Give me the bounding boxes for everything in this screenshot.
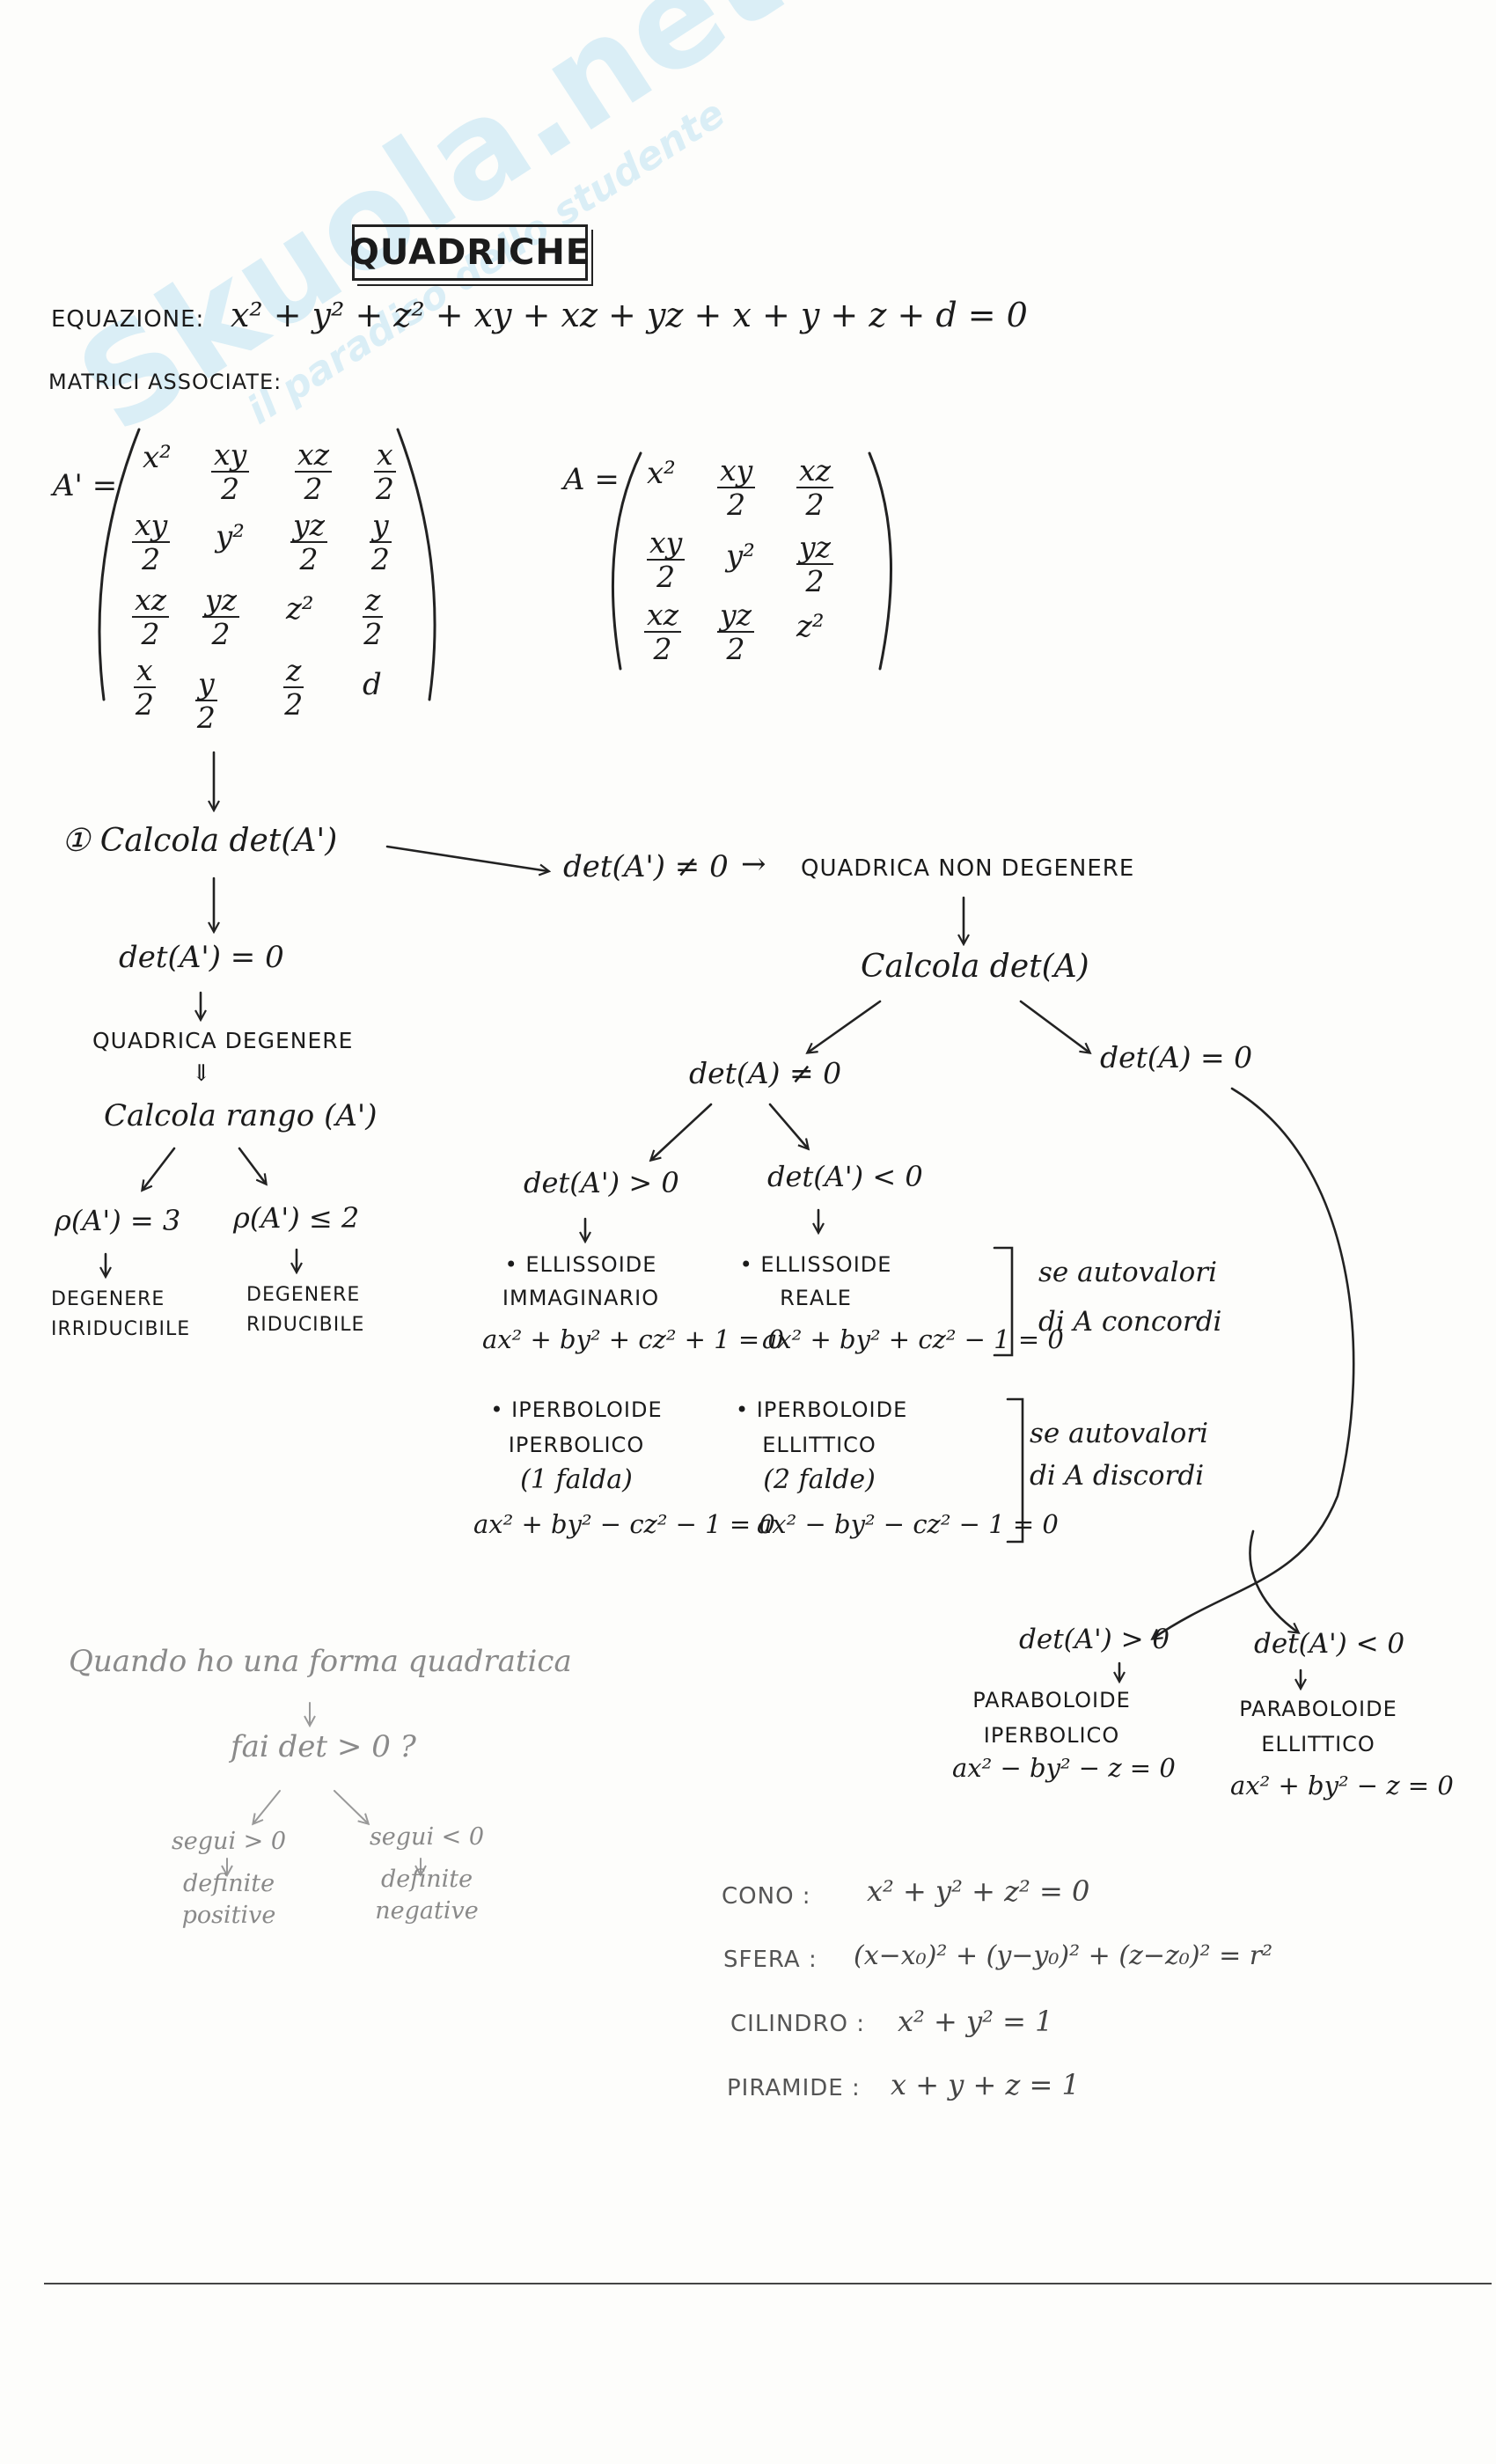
iperboloide-iperbolico-eq: ax² + by² − cz² − 1 = 0 — [473, 1509, 775, 1539]
a-entry: z² — [796, 609, 825, 644]
a-prime-entry: x² — [143, 440, 172, 475]
matrices-label: MATRICI ASSOCIATE: — [48, 370, 282, 394]
a-prime-right-paren — [396, 428, 436, 701]
solid-label: CONO : — [722, 1883, 811, 1910]
det-a-neq-zero: det(A) ≠ 0 — [689, 1056, 842, 1090]
solid-equation: x² + y² + z² = 0 — [867, 1874, 1090, 1908]
implies-down: ⇓ — [192, 1060, 211, 1087]
implies-arrow: → — [741, 847, 766, 882]
ellissoide-immaginario-eq: ax² + by² + cz² + 1 = 0 — [482, 1324, 784, 1354]
det-a-prime-negative-2: det(A') < 0 — [1254, 1628, 1405, 1660]
a-entry: y² — [726, 539, 755, 574]
pencil-note-line2: fai det > 0 ? — [231, 1729, 416, 1764]
quadrica-degenere: QUADRICA DEGENERE — [92, 1028, 354, 1053]
a-prime-left-paren — [98, 428, 141, 701]
rank-equals-3: ρ(A') = 3 — [55, 1204, 181, 1237]
a-prime-label: A' = — [53, 468, 118, 503]
paraboloide-iperbolico-eq: ax² − by² − z = 0 — [952, 1753, 1176, 1783]
equation-label: EQUAZIONE: — [51, 306, 205, 333]
iperboloide-ellittico-eq: ax² − by² − cz² − 1 = 0 — [757, 1509, 1059, 1539]
det-a-prime-negative: det(A') < 0 — [767, 1160, 923, 1193]
solid-label: CILINDRO : — [730, 2011, 865, 2037]
det-a-eq-zero: det(A) = 0 — [1100, 1040, 1253, 1074]
det-a-prime-positive-2: det(A') > 0 — [1019, 1624, 1170, 1655]
det-a-prime-neq-zero: det(A') ≠ 0 — [563, 849, 729, 884]
det-a-prime-positive: det(A') > 0 — [524, 1166, 679, 1199]
calcola-det-a: Calcola det(A) — [861, 949, 1089, 985]
equation-text: x² + y² + z² + xy + xz + yz + x + y + z … — [231, 296, 1028, 334]
solid-equation: (x−x₀)² + (y−y₀)² + (z−z₀)² = r² — [854, 1940, 1273, 1971]
pencil-note-line1: Quando ho una forma quadratica — [69, 1644, 572, 1679]
step1-calcola-det: ① Calcola det(A') — [62, 823, 338, 859]
a-label: A = — [563, 462, 620, 497]
a-entry: x² — [647, 456, 676, 491]
det-a-prime-eq-zero: det(A') = 0 — [119, 940, 284, 975]
a-prime-entry: z² — [286, 591, 314, 627]
a-prime-entry-d: d — [363, 667, 382, 702]
solid-label: PIRAMIDE : — [727, 2075, 861, 2101]
solid-label: SFERA : — [723, 1947, 818, 1973]
bottom-rule — [44, 2283, 1492, 2284]
solid-equation: x + y + z = 1 — [891, 2068, 1080, 2101]
ellissoide-reale-eq: ax² + by² + cz² − 1 = 0 — [762, 1324, 1064, 1354]
paraboloide-ellittico-eq: ax² + by² − z = 0 — [1230, 1771, 1454, 1800]
rank-le-2: ρ(A') ≤ 2 — [233, 1201, 360, 1235]
calcola-rango: Calcola rango (A') — [104, 1098, 378, 1133]
solid-equation: x² + y² = 1 — [898, 2005, 1053, 2038]
page-title: QUADRICHE — [348, 232, 591, 273]
a-prime-entry: y² — [216, 519, 245, 554]
title-box: QUADRICHE — [348, 224, 591, 281]
quadrica-non-degenere: QUADRICA NON DEGENERE — [801, 855, 1135, 882]
